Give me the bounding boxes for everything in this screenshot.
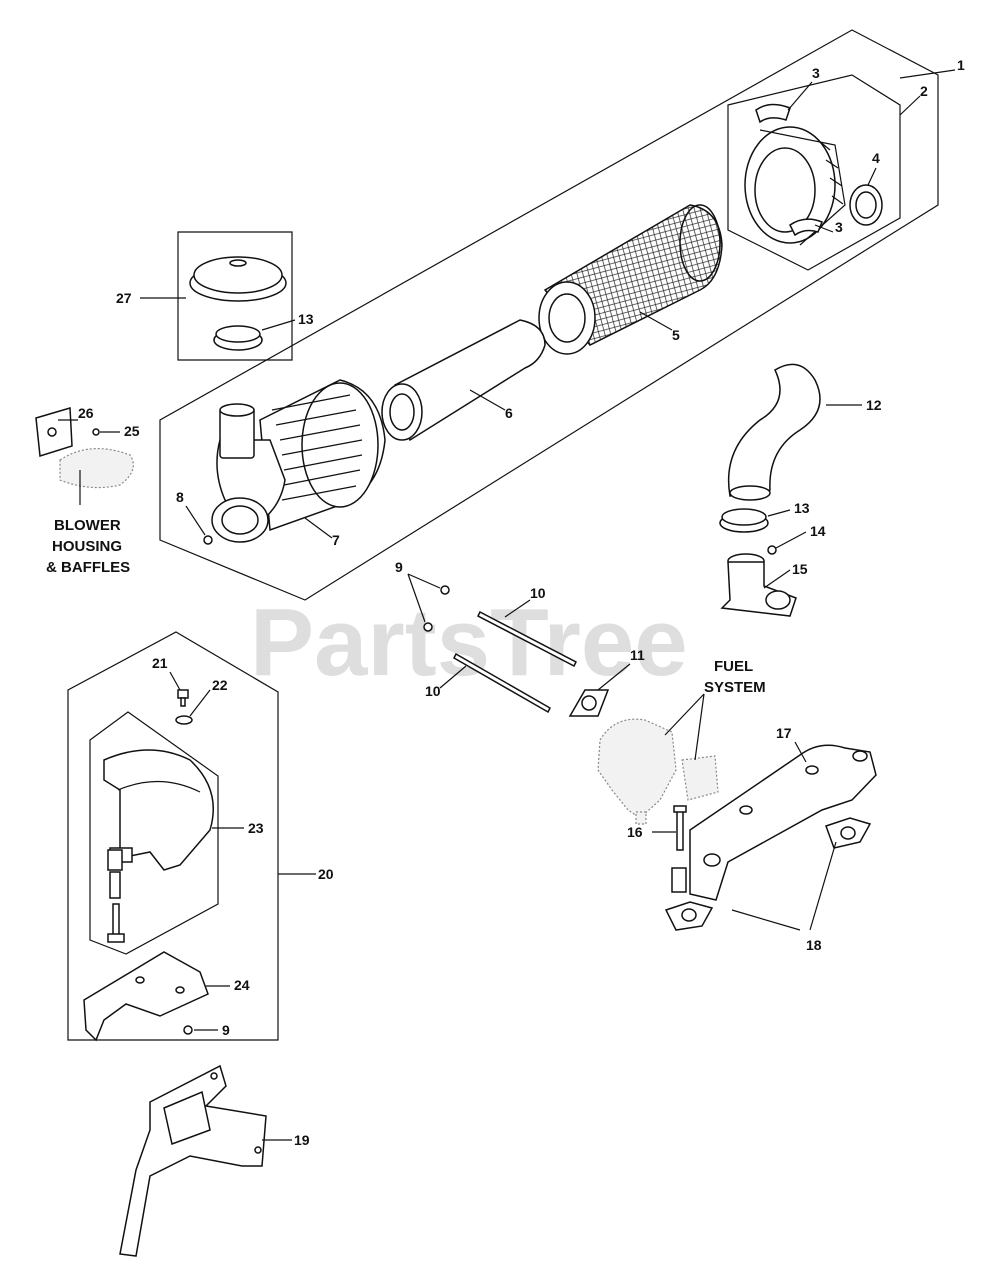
spring-spacer-bolt bbox=[107, 849, 125, 943]
fuel-leader-b bbox=[694, 693, 705, 761]
leader-9b bbox=[407, 573, 426, 623]
air-cleaner-base bbox=[211, 379, 386, 543]
callout-9-bottom: 9 bbox=[222, 1022, 230, 1038]
gasket-18-left bbox=[664, 901, 714, 931]
blower-note-line2: HOUSING bbox=[52, 538, 122, 555]
nut-9b bbox=[423, 622, 433, 632]
leader-14 bbox=[775, 531, 807, 549]
precleaner-outline bbox=[177, 231, 293, 361]
nut-9a bbox=[440, 585, 450, 595]
fuel-note-line1: FUEL bbox=[714, 658, 753, 675]
gasket-18-right bbox=[825, 817, 872, 849]
callout-9-top: 9 bbox=[395, 559, 403, 575]
callout-2: 2 bbox=[920, 83, 928, 99]
bracket-24 bbox=[83, 951, 209, 1042]
callout-18: 18 bbox=[806, 937, 822, 953]
washer-22 bbox=[175, 715, 193, 725]
leader-15 bbox=[763, 569, 791, 589]
callout-26: 26 bbox=[78, 405, 94, 421]
leader-10-lower bbox=[439, 665, 467, 689]
callout-3-lower: 3 bbox=[835, 219, 843, 235]
inner-panel-outline bbox=[89, 711, 219, 955]
callout-15: 15 bbox=[792, 561, 808, 577]
gasket-11 bbox=[568, 689, 610, 717]
air-cleaner-assembly-outline bbox=[159, 29, 939, 601]
blower-note-line1: BLOWER bbox=[54, 517, 121, 534]
leader-6 bbox=[469, 389, 506, 411]
intake-manifold bbox=[671, 744, 877, 901]
leader-9a bbox=[407, 573, 441, 589]
stud-lower bbox=[453, 652, 551, 714]
leader-1 bbox=[899, 69, 956, 79]
bracket-19 bbox=[119, 1064, 267, 1257]
callout-13-upper: 13 bbox=[298, 311, 314, 327]
callout-7: 7 bbox=[332, 532, 340, 548]
inner-element bbox=[381, 319, 546, 442]
leader-13-upper bbox=[261, 319, 296, 331]
leader-7 bbox=[304, 517, 333, 539]
screw-14 bbox=[767, 545, 777, 555]
leader-17 bbox=[794, 741, 807, 763]
callout-6: 6 bbox=[505, 405, 513, 421]
callout-14: 14 bbox=[810, 523, 826, 539]
fuel-note-line2: SYSTEM bbox=[704, 679, 766, 696]
inlet-hose bbox=[727, 363, 821, 501]
clip-lower bbox=[789, 218, 823, 237]
callout-25: 25 bbox=[124, 423, 140, 439]
leader-21 bbox=[169, 671, 181, 691]
fuel-leader-a bbox=[664, 693, 705, 736]
hose-clamp-upper bbox=[213, 325, 263, 351]
screw-25 bbox=[92, 428, 100, 436]
heat-shield-outline bbox=[67, 631, 279, 1041]
leader-2 bbox=[899, 95, 921, 116]
callout-22: 22 bbox=[212, 677, 228, 693]
filter-element bbox=[538, 204, 723, 355]
callout-13-lower: 13 bbox=[794, 500, 810, 516]
callout-11: 11 bbox=[630, 647, 645, 663]
watermark: PartsTree bbox=[250, 589, 688, 696]
callout-10-upper: 10 bbox=[530, 585, 546, 601]
leader-4 bbox=[867, 167, 877, 186]
leader-8 bbox=[185, 505, 206, 536]
callout-17: 17 bbox=[776, 725, 792, 741]
leader-11 bbox=[597, 663, 631, 691]
callout-8: 8 bbox=[176, 489, 184, 505]
leader-5 bbox=[639, 311, 673, 331]
leader-10-upper bbox=[504, 599, 531, 618]
valve-ring bbox=[849, 184, 883, 226]
stud-upper bbox=[476, 610, 578, 668]
callout-21: 21 bbox=[152, 655, 168, 671]
callout-24: 24 bbox=[234, 977, 250, 993]
callout-1: 1 bbox=[957, 57, 965, 73]
leader-18-left bbox=[731, 909, 801, 931]
leader-3b bbox=[814, 224, 834, 233]
leader-3a bbox=[787, 81, 813, 111]
callout-3-upper: 3 bbox=[812, 65, 820, 81]
callout-23: 23 bbox=[248, 820, 264, 836]
cover-subassembly-outline bbox=[727, 74, 901, 271]
precleaner-cap bbox=[189, 256, 287, 302]
leader-22 bbox=[189, 689, 211, 717]
clip-upper bbox=[755, 103, 791, 124]
leader-18-right bbox=[809, 841, 837, 931]
callout-4: 4 bbox=[872, 150, 880, 166]
elbow-adapter bbox=[720, 553, 797, 617]
leader-13-lower bbox=[767, 509, 791, 517]
hose-clamp-lower bbox=[719, 508, 769, 533]
callout-20: 20 bbox=[318, 866, 334, 882]
callout-10-lower: 10 bbox=[425, 683, 441, 699]
callout-12: 12 bbox=[866, 397, 882, 413]
bolt-16 bbox=[673, 805, 687, 851]
callout-19: 19 bbox=[294, 1132, 310, 1148]
carburetor-ghost bbox=[597, 718, 719, 825]
air-cleaner-cover bbox=[744, 126, 846, 246]
callout-5: 5 bbox=[672, 327, 680, 343]
blower-note-line3: & BAFFLES bbox=[46, 559, 130, 576]
callout-27: 27 bbox=[116, 290, 132, 306]
screw-21 bbox=[177, 689, 189, 707]
nut-9-bottom bbox=[183, 1025, 193, 1035]
callout-16: 16 bbox=[627, 824, 643, 840]
nut-8 bbox=[203, 535, 213, 545]
